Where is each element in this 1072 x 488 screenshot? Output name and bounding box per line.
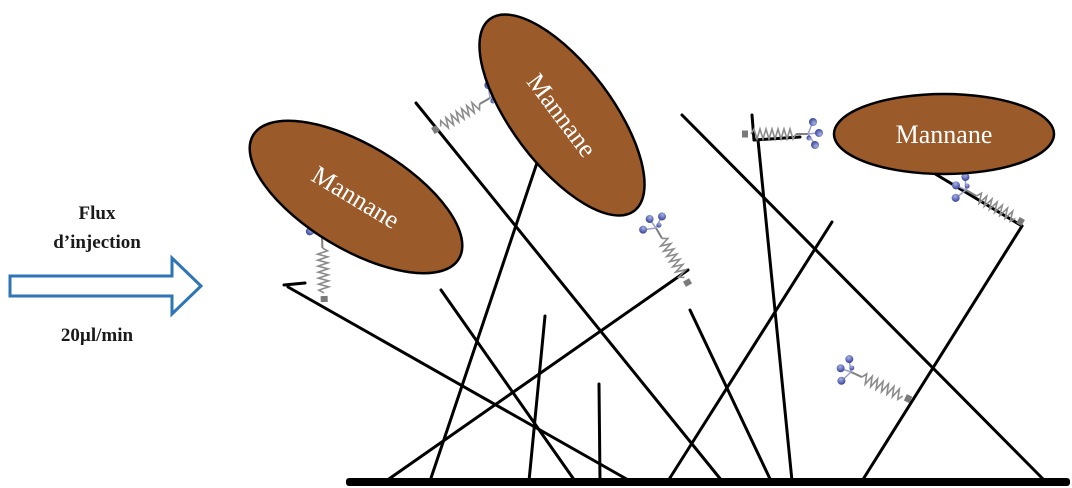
fiber-line: [414, 101, 724, 483]
fiber-line: [666, 220, 834, 483]
fiber-line: [286, 285, 632, 483]
fiber-line: [527, 314, 547, 483]
mannan-right: Mannane: [832, 92, 1056, 176]
mannan-ellipse: [832, 92, 1056, 176]
fiber-line: [282, 281, 307, 287]
fiber-line: [428, 143, 545, 483]
sensor-surface: [346, 478, 1070, 486]
mannan-left: Mannane: [248, 119, 464, 275]
injection-flow: Flux d’injection 20µl/min: [8, 203, 204, 346]
receptor-icon: [829, 351, 919, 416]
fiber-line: [688, 308, 773, 483]
flow-rate: 20µl/min: [61, 325, 134, 346]
fiber-line: [930, 170, 1024, 228]
fiber-line: [439, 288, 577, 483]
flow-title-line2: d’injection: [53, 232, 141, 253]
fiber-line: [384, 268, 690, 483]
receptor-icon: [633, 206, 703, 295]
mannan-middle: Mannane: [478, 13, 646, 217]
mannan-ellipse: [248, 119, 464, 275]
flow-arrow-icon: [8, 254, 204, 318]
mannan-ellipse: [478, 13, 646, 217]
fiber-line: [750, 113, 756, 142]
fiber-line: [680, 113, 1047, 483]
flow-title-line1: Flux: [79, 203, 116, 224]
mannan-label: Mannane: [896, 120, 993, 149]
receptor-icon: [944, 168, 1032, 238]
fiber-line: [860, 224, 1024, 483]
fiber-line: [597, 382, 602, 483]
